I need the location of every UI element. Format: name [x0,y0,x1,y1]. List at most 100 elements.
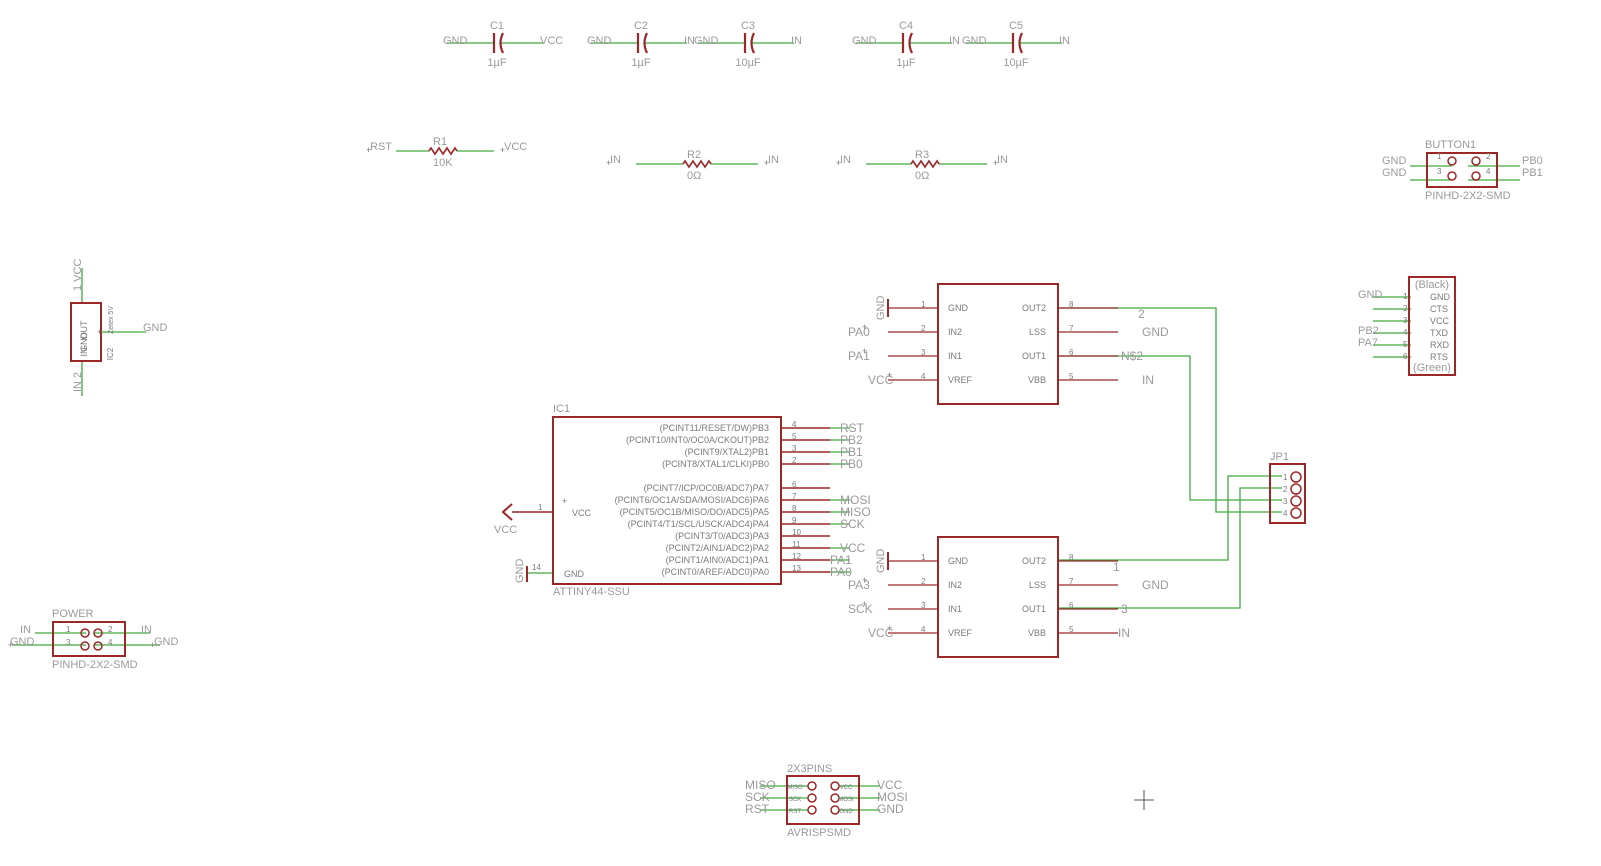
ftdi-pin-name: CTS [1430,304,1448,314]
driver-body [937,283,1059,405]
mcu-pin-number: 7 [792,492,797,501]
driver-left-pin: GND [948,303,969,313]
capacitor-name: C5 [1009,20,1023,32]
driver-left-net: SCK [848,602,873,616]
ftdi-net-label: PA7 [1358,337,1378,349]
power-pin-number: 2 [108,625,113,634]
isp-left-net: SCK [745,790,770,804]
isp-right-net: GND [877,802,904,816]
mcu-pin-label: (PCINT11/RESET/DW)PB3 [660,423,769,433]
driver-left-pin-number: 2 [921,577,926,586]
driver-right-pin-number: 8 [1069,300,1074,309]
driver-right-pin: OUT1 [1022,604,1046,614]
driver-body [937,536,1059,658]
power-header-body [52,621,126,657]
isp-pad-label: MISO [787,785,803,791]
driver-gnd-net: GND [875,549,887,574]
driver-left-pin: VREF [948,375,973,385]
resistor-right-net: IN [768,154,779,166]
capacitor-right-net: IN [949,35,960,47]
isp-header-package: AVRISPSMD [787,827,851,839]
mcu-gnd-net: GND [514,559,526,584]
pin-end-marker: + [862,322,867,332]
regulator-part: Zetex 5V [108,306,115,334]
button-header-body [1426,152,1498,188]
pin-end-marker: + [862,599,867,609]
net-wire-2 [1058,307,1282,513]
pin-end-marker: + [562,496,567,506]
capacitor-value: 1µF [631,57,650,69]
driver-right-pin-number: 5 [1069,372,1074,381]
power-pin-number: 4 [108,638,113,647]
power-left-net: GND [10,636,35,648]
mcu-pin-number: 13 [792,564,801,573]
isp-right-net: VCC [877,778,903,792]
driver-left-pin-number: 1 [921,300,926,309]
mcu-vcc-pin-number: 1 [538,503,543,512]
driver-left-net: PA3 [848,578,870,592]
power-right-net: GND [154,636,179,648]
jp1-pad [1290,507,1302,519]
button-right-net: PB1 [1522,167,1543,179]
driver-left-pin: IN1 [948,351,962,361]
mcu-gnd-pin-label: GND [564,569,585,579]
mcu-net-label: RST [840,421,865,435]
resistor-right-net: IN [997,154,1008,166]
button-right-net: PB0 [1522,155,1543,167]
isp-left-net: MISO [745,778,776,792]
capacitor-left-net: GND [587,35,612,47]
ftdi-pin-name: RXD [1430,340,1450,350]
net-wire-n2 [1058,355,1282,501]
driver-left-pin: IN2 [948,327,962,337]
mcu-pin-label: (PCINT6/OC1A/SDA/MOSI/ADC6)PA6 [615,495,769,505]
resistor-left-net: RST [370,141,392,153]
mcu-pin-label: (PCINT4/T1/SCL/USCK/ADC4)PA4 [628,519,769,529]
driver-right-net: GND [1142,325,1169,339]
header-pad [93,628,103,638]
ftdi-pin-number: 5 [1403,340,1408,349]
capacitor-right-net: VCC [540,35,563,47]
regulator-top-net: 1 VCC [72,259,84,291]
net-wire-1 [1058,475,1282,561]
capacitor-plate-curved [750,32,755,54]
driver-right-pin-number: 7 [1069,577,1074,586]
mcu-net-label: MOSI [840,493,871,507]
driver-left-pin: VREF [948,628,973,638]
driver-right-pin: OUT1 [1022,351,1046,361]
ftdi-pin-number: 4 [1403,328,1408,337]
capacitor-left-net: GND [852,35,877,47]
ftdi-pin-number: 6 [1403,352,1408,361]
capacitor-right-net: IN [791,35,802,47]
ftdi-pin-name: GND [1430,292,1451,302]
jp1-pad [1290,483,1302,495]
isp-pad-label: GND [839,809,853,815]
mcu-pin-label: (PCINT9/XTAL2)PB1 [685,447,769,457]
driver-right-net: GND [1142,578,1169,592]
cursor-crosshair-icon [1134,790,1154,810]
driver-left-pin-number: 3 [921,601,926,610]
driver-right-pin: OUT2 [1022,556,1046,566]
driver-left-pin: IN2 [948,580,962,590]
pin-end-marker: + [764,158,769,168]
driver-left-pin: IN1 [948,604,962,614]
jp1-pin-number: 1 [1283,473,1288,482]
capacitor-plate-curved [499,32,504,54]
mcu-pin-number: 12 [792,552,801,561]
mcu-pin-label: (PCINT3/T0/ADC3)PA3 [675,531,769,541]
capacitor-value: 1µF [487,57,506,69]
isp-pad-label: VCC [840,785,853,791]
header-pin-number: 3 [1437,167,1442,176]
mcu-pin-number: 2 [792,456,797,465]
mcu-pin-label: (PCINT7/ICP/OC0B/ADC7)PA7 [644,483,769,493]
header-pin-number: 1 [1437,152,1442,161]
capacitor-value: 1µF [896,57,915,69]
capacitor-plate-curved [643,32,648,54]
resistor-value: 0Ω [687,170,701,182]
driver-right-pin-number: 5 [1069,625,1074,634]
body-layer [52,32,1498,825]
header-pin-number: 2 [1486,152,1491,161]
isp-pad-label: RST [789,809,801,815]
pin-end-marker: + [836,158,841,168]
vcc-arrow-icon [501,503,513,521]
button-left-net: GND [1382,155,1407,167]
